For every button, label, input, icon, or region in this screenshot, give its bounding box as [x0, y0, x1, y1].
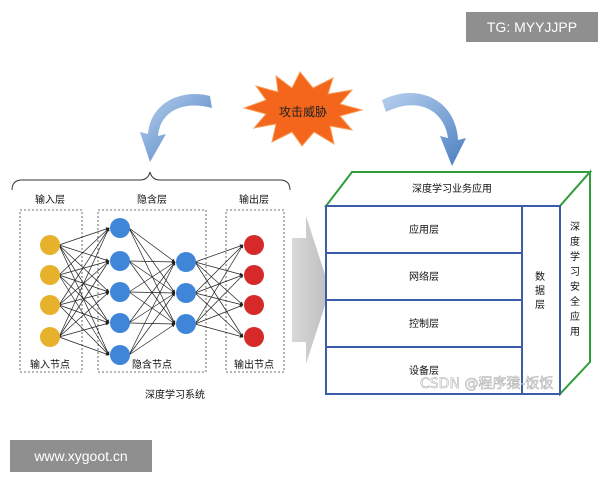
nn-edge [58, 260, 110, 338]
nn-connections [58, 227, 244, 356]
input-node [40, 327, 60, 347]
nn-edge [58, 244, 110, 356]
hidden-node-a [110, 345, 130, 365]
layer-application: 应用层 [409, 223, 439, 236]
nn-edge [128, 261, 176, 356]
output-layer-header: 输出层 [239, 193, 269, 206]
nn-edge [58, 304, 110, 324]
security-app-char: 应 [570, 310, 580, 323]
hidden-layer-box [97, 209, 207, 373]
csdn-watermark: CSDN @程序猿-饭饭 [420, 376, 553, 392]
security-app-char: 度 [570, 235, 580, 248]
tg-watermark: TG: MYYJJPP [466, 12, 598, 42]
security-app-char: 用 [570, 327, 580, 338]
security-app-char: 习 [570, 267, 580, 278]
nn-edge [58, 227, 110, 338]
output-layer-box [225, 209, 285, 373]
security-app-char: 全 [570, 295, 580, 308]
nn-edge [128, 227, 176, 294]
nn-edge [58, 322, 110, 338]
hidden-node-b [176, 314, 196, 334]
nn-edge [128, 260, 176, 264]
stack-top-title: 深度学习业务应用 [412, 182, 492, 195]
nn-edge [194, 244, 244, 325]
hidden-node-b [176, 283, 196, 303]
security-app-char: 安 [570, 280, 580, 293]
input-node [40, 265, 60, 285]
nn-edge [194, 244, 244, 263]
right-threat-arrow [382, 93, 466, 166]
security-app-char: 深 [570, 221, 580, 233]
nn-edge [58, 244, 110, 324]
input-node [40, 235, 60, 255]
nn-edge [194, 261, 244, 276]
hidden-layer-header: 隐含层 [137, 193, 167, 206]
layer-network: 网络层 [409, 270, 439, 283]
hidden-nodes-label: 隐含节点 [132, 358, 172, 371]
left-threat-arrow [140, 93, 212, 162]
nn-edge [128, 292, 176, 356]
nn-nodes [40, 218, 264, 365]
nn-edge [58, 244, 110, 262]
hidden-node-b [176, 252, 196, 272]
output-node [244, 235, 264, 255]
hidden-node-a [110, 218, 130, 238]
big-right-arrow [292, 216, 330, 364]
output-node [244, 265, 264, 285]
nn-edge [128, 227, 176, 325]
nn-edge [58, 227, 110, 276]
layer-control: 控制层 [409, 317, 439, 330]
hidden-node-a [110, 251, 130, 271]
output-node [244, 295, 264, 315]
nn-edge [194, 274, 244, 325]
hidden-node-a [110, 282, 130, 302]
nn-edge [194, 244, 244, 294]
security-app-char: 学 [570, 250, 580, 263]
nn-edge [58, 227, 110, 246]
nn-edge [194, 292, 244, 338]
nn-edge [128, 227, 176, 263]
input-layer-box [19, 209, 83, 373]
input-layer-header: 输入层 [35, 193, 65, 206]
nn-edge [58, 274, 110, 293]
nn-edge [128, 261, 176, 324]
nn-edge [58, 244, 110, 293]
nn-edge [58, 274, 110, 356]
nn-edge [58, 260, 110, 276]
data-layer-char: 据 [535, 284, 545, 297]
output-node [244, 327, 264, 347]
nn-edge [128, 323, 176, 356]
nn-edge [194, 261, 244, 306]
hidden-node-a [110, 313, 130, 333]
data-layer-char: 层 [535, 299, 545, 311]
system-label: 深度学习系统 [145, 388, 205, 401]
output-nodes-label: 输出节点 [234, 358, 274, 371]
site-watermark: www.xygoot.cn [10, 440, 152, 472]
threat-label: 攻击威胁 [279, 104, 327, 119]
input-nodes-label: 输入节点 [30, 358, 70, 371]
data-layer-label: 数据层 [535, 270, 545, 311]
nn-edge [194, 304, 244, 325]
data-layer-char: 数 [535, 270, 545, 283]
layer-device: 设备层 [409, 364, 439, 377]
threat-burst [242, 71, 364, 147]
nn-edge [58, 336, 110, 356]
nn-edge [194, 323, 244, 338]
input-node [40, 295, 60, 315]
nn-edge [128, 261, 176, 293]
nn-edge [58, 227, 110, 306]
architecture-stack [323, 169, 593, 397]
nn-top-bracket [11, 171, 291, 191]
nn-edge [58, 291, 110, 338]
